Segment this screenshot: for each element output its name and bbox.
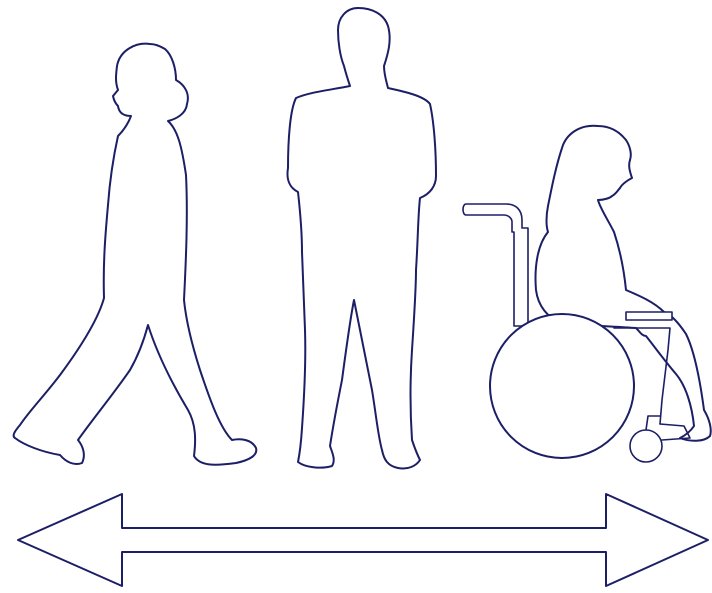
walking-woman-body bbox=[14, 44, 257, 465]
standing-man-body bbox=[287, 8, 436, 469]
wheelchair-caster-wheel bbox=[630, 430, 662, 462]
double-arrow bbox=[18, 494, 708, 586]
wheelchair-armrest bbox=[626, 312, 672, 320]
wheelchair-user-figure bbox=[463, 126, 711, 462]
wheelchair-push-handle bbox=[463, 204, 528, 326]
wheelchair-caster-fork bbox=[646, 416, 660, 430]
double-arrow-shape bbox=[18, 494, 708, 586]
standing-man-figure bbox=[287, 8, 436, 469]
walking-woman-figure bbox=[14, 44, 257, 465]
wheelchair-main-wheel bbox=[490, 314, 634, 458]
wheelchair-footrest bbox=[660, 424, 690, 440]
